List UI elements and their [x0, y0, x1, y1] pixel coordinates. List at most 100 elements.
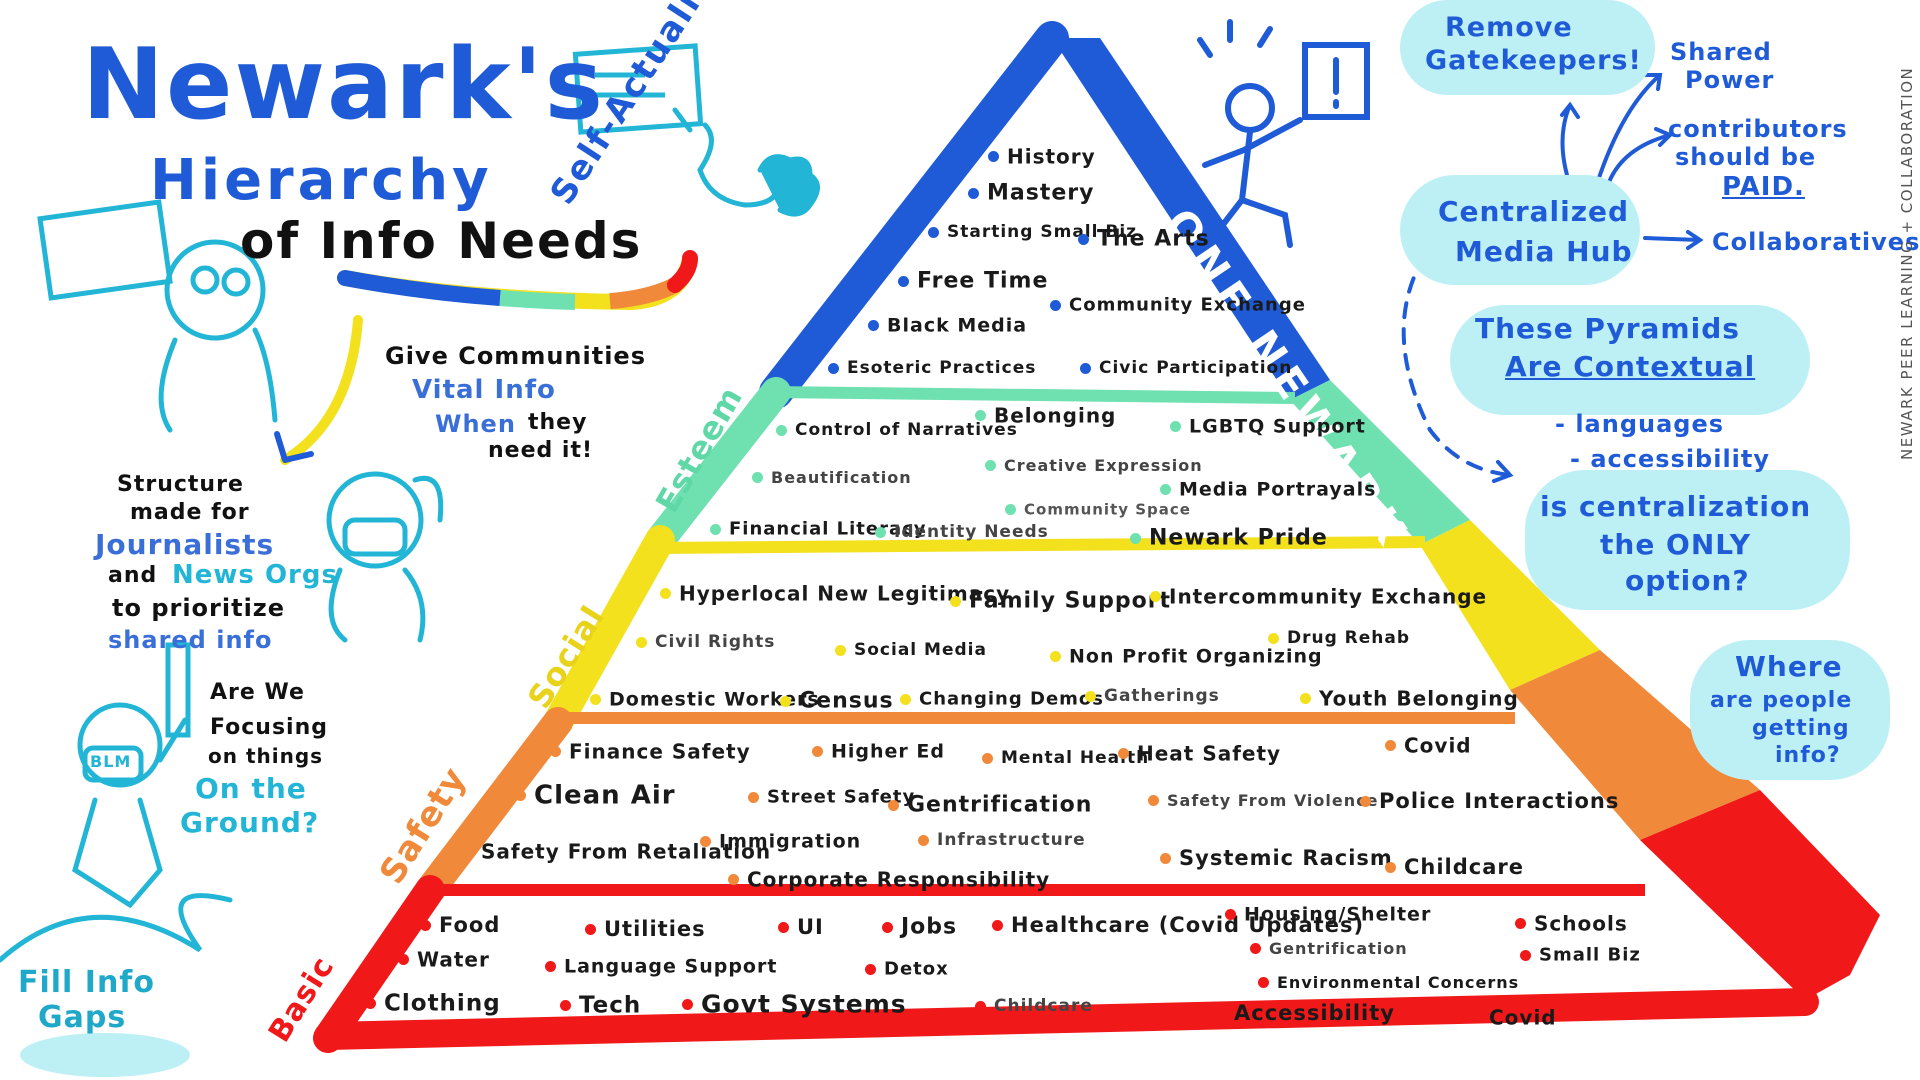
item-mental-health: Mental Health [982, 748, 1149, 768]
cloud-centralization [1525, 470, 1850, 610]
collaboratives: Collaboratives [1712, 228, 1920, 256]
bullet-dot [985, 460, 996, 471]
bullet-dot [968, 187, 979, 199]
item-food: Food [420, 912, 500, 937]
item-label: Heat Safety [1137, 741, 1282, 766]
bullet-dot [1150, 591, 1161, 602]
divider-social [654, 536, 1426, 554]
bullet-dot [865, 963, 876, 975]
item-label: Food [439, 913, 501, 937]
item-social-media: Social Media [835, 640, 987, 660]
title-line3: of Info Needs [240, 212, 643, 270]
bullet-dot [752, 472, 763, 483]
item-esoteric-practices: Esoteric Practices [828, 358, 1036, 378]
bullet-dot [700, 836, 711, 847]
note-vital-4: need it! [488, 438, 594, 463]
item-label: Family Support [969, 588, 1172, 614]
bullet-dot [515, 790, 526, 801]
note-structure-3: Journalists [95, 528, 275, 561]
bullet-dot [888, 799, 899, 811]
item-label: Housing/Shelter [1244, 903, 1432, 926]
bullet-dot [1258, 977, 1269, 988]
note-ground-2: Focusing [210, 715, 328, 740]
bullet-dot [728, 874, 739, 885]
item-label: Domestic Workers [609, 688, 820, 711]
item-youth-belonging: Youth Belonging [1300, 685, 1519, 711]
side-credit-text: NEWARK PEER LEARNING + COLLABORATION [1898, 66, 1916, 460]
item-gentrification-basic: Gentrification [1250, 938, 1408, 958]
right-band-mint [1290, 380, 1470, 545]
item-corporate-responsibility: Corporate Responsibility [728, 866, 1050, 892]
item-black-media: Black Media [868, 314, 1027, 337]
bullet-dot [590, 694, 601, 705]
bullet-dot [1160, 484, 1171, 495]
bullet-dot [1300, 693, 1311, 704]
outline-base [314, 988, 1819, 1050]
bullet-dot [1130, 532, 1141, 544]
item-covid-basic: Covid [1470, 1004, 1557, 1030]
bullet-dot [778, 921, 789, 933]
title-line1: Newark's [82, 28, 605, 142]
gatekeepers-1: Remove [1445, 12, 1573, 43]
fill-gaps-1: Fill Info [18, 965, 155, 1000]
contributors-3: PAID. [1722, 172, 1805, 202]
item-beautification: Beautification [752, 467, 912, 487]
item-label: Control of Narratives [795, 420, 1018, 440]
bullet-dot [1118, 748, 1129, 759]
item-community-space: Community Space [1005, 500, 1191, 519]
bullet-dot [1078, 233, 1089, 245]
item-finance-safety: Finance Safety [550, 738, 751, 764]
note-ground-3: on things [208, 744, 324, 768]
item-label: LGBTQ Support [1189, 415, 1366, 438]
item-label: Higher Ed [831, 740, 945, 763]
bullet-dot [1050, 651, 1061, 662]
item-intercommunity-exchange: Intercommunity Exchange [1150, 583, 1487, 609]
item-label: Mental Health [1001, 748, 1150, 768]
bullet-dot [1520, 949, 1531, 961]
item-govt-systems: Govt Systems [682, 988, 907, 1019]
bullet-dot [748, 791, 759, 803]
item-label: Civil Rights [655, 632, 776, 652]
right-band-blue [1052, 38, 1330, 400]
item-systemic-racism: Systemic Racism [1160, 845, 1393, 870]
bullet-dot [875, 526, 886, 538]
person-glasses-figure [37, 199, 278, 433]
item-census: Census [780, 688, 894, 714]
note-structure-6: shared info [108, 626, 273, 654]
item-community-exchange: Community Exchange [1050, 294, 1306, 316]
bullet-dot [398, 954, 409, 965]
item-label: Finance Safety [569, 739, 751, 764]
item-immigration: Immigration [700, 830, 861, 853]
item-free-time: Free Time [898, 268, 1048, 294]
right-band-yellow [1420, 520, 1600, 690]
contextual-1: These Pyramids [1475, 312, 1740, 345]
bullet-dot [1215, 1007, 1226, 1019]
bullet-dot [660, 588, 671, 599]
bullet-dot [462, 846, 473, 857]
centralization-3: option? [1625, 564, 1750, 597]
item-language-support: Language Support [545, 955, 777, 978]
item-small-biz: Small Biz [1520, 944, 1641, 966]
note-ground-4: On the [195, 772, 307, 805]
item-label: Drug Rehab [1287, 628, 1411, 648]
shared-power-1: Shared [1670, 38, 1772, 66]
item-label: Changing Demos [919, 688, 1104, 710]
item-label: Youth Belonging [1319, 686, 1519, 711]
bullet-dot [918, 834, 929, 846]
person-sign-figure [0, 642, 233, 963]
fill-gaps-puddle [20, 1033, 190, 1077]
contextual-4: - accessibility [1570, 445, 1771, 473]
item-label: History [1007, 144, 1096, 169]
item-label: Childcare [1404, 855, 1525, 879]
bullet-dot [585, 923, 596, 935]
bullet-dot [898, 275, 909, 287]
note-vital-3b: they [528, 410, 588, 435]
gatekeepers-2: Gatekeepers! [1425, 45, 1642, 76]
note-structure-2: made for [130, 500, 250, 525]
item-the-arts: The Arts [1078, 226, 1210, 252]
item-civil-rights: Civil Rights [636, 632, 775, 652]
shared-power-2: Power [1685, 66, 1775, 94]
item-gentrification-safety: Gentrification [888, 792, 1092, 818]
